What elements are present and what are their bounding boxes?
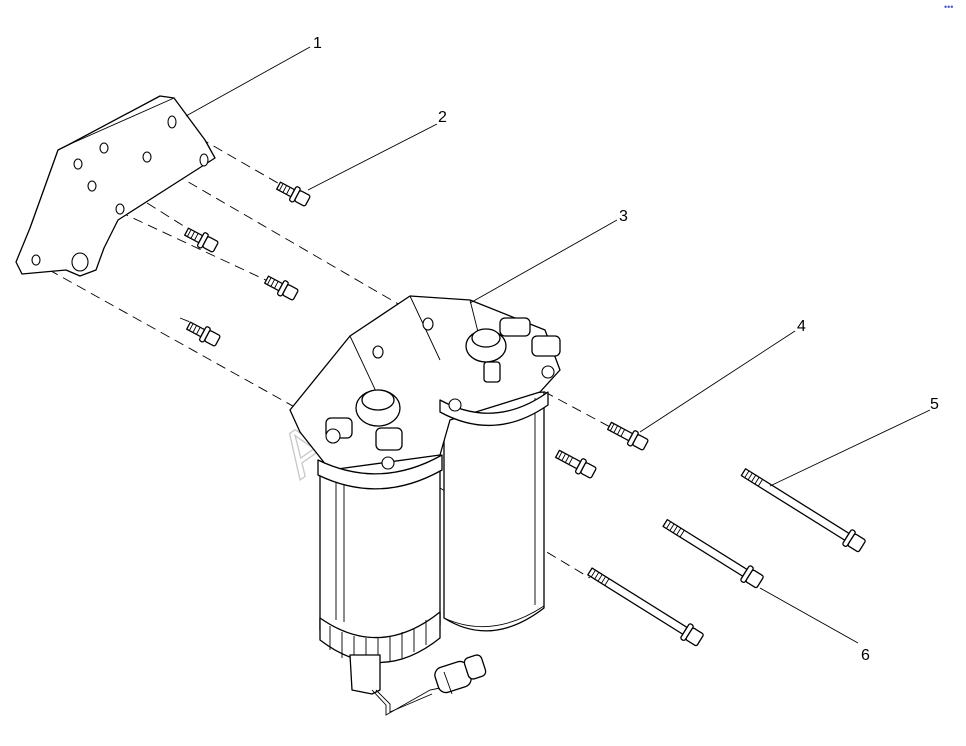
- callout-3: 3: [619, 208, 628, 225]
- fuel-filter-assembly: [289, 295, 561, 716]
- short-bolts: [184, 181, 311, 347]
- callout-4: 4: [797, 318, 806, 335]
- filter-head: [289, 295, 561, 490]
- long-bolts: [587, 468, 866, 647]
- short-bolt: [186, 321, 221, 347]
- long-bolt: [740, 468, 866, 553]
- callout-labels: 1 2 3 4 5 6: [313, 35, 939, 664]
- callout-2: 2: [438, 109, 447, 126]
- mounting-bracket: [15, 95, 216, 277]
- water-sensor: [371, 654, 487, 716]
- long-bolt: [587, 567, 704, 647]
- callout-6: 6: [861, 647, 870, 664]
- short-bolt: [264, 275, 299, 301]
- callout-1: 1: [313, 35, 322, 52]
- front-filter-cartridge: [319, 454, 441, 695]
- leader-lines: [185, 46, 931, 644]
- corner-mark: •••: [944, 2, 953, 12]
- medium-bolt: [554, 449, 597, 479]
- long-bolt: [662, 518, 764, 589]
- medium-bolts: [554, 421, 649, 479]
- medium-bolt: [606, 421, 649, 451]
- short-bolt: [276, 181, 311, 207]
- callout-5: 5: [930, 396, 939, 413]
- short-bolt: [184, 227, 219, 253]
- rear-filter-cartridge: [443, 391, 545, 632]
